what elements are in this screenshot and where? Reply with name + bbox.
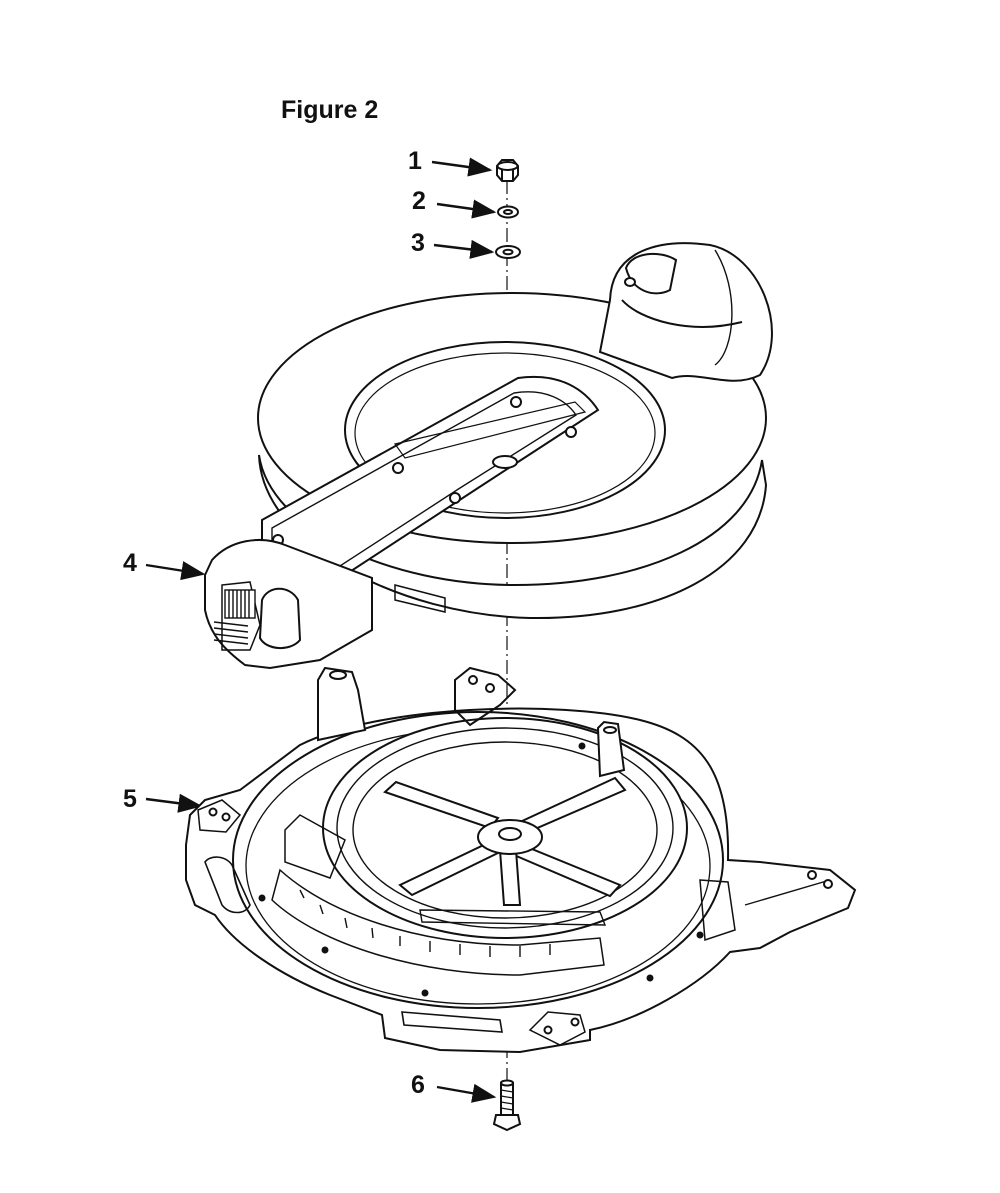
- flat-washer-icon: [495, 245, 521, 259]
- arrow-5: [145, 793, 203, 813]
- arrow-4: [145, 561, 206, 581]
- base-assembly: [185, 666, 857, 1054]
- callout-4: 4: [123, 549, 137, 577]
- upper-arm-assembly: [204, 242, 773, 670]
- arrow-6: [436, 1083, 497, 1103]
- callout-5: 5: [123, 785, 137, 813]
- callout-arrows: [145, 157, 497, 1103]
- lock-washer-icon: [497, 205, 519, 219]
- arrow-3: [433, 239, 495, 259]
- hex-nut-icon: [496, 159, 519, 182]
- figure-title: Figure 2: [281, 96, 379, 124]
- callout-1: 1: [408, 147, 422, 175]
- arrow-2: [436, 199, 497, 219]
- callout-6: 6: [411, 1071, 425, 1099]
- callout-3: 3: [411, 229, 425, 257]
- callout-2: 2: [412, 187, 426, 215]
- bolt-icon: [492, 1079, 522, 1132]
- arrow-1: [431, 157, 493, 177]
